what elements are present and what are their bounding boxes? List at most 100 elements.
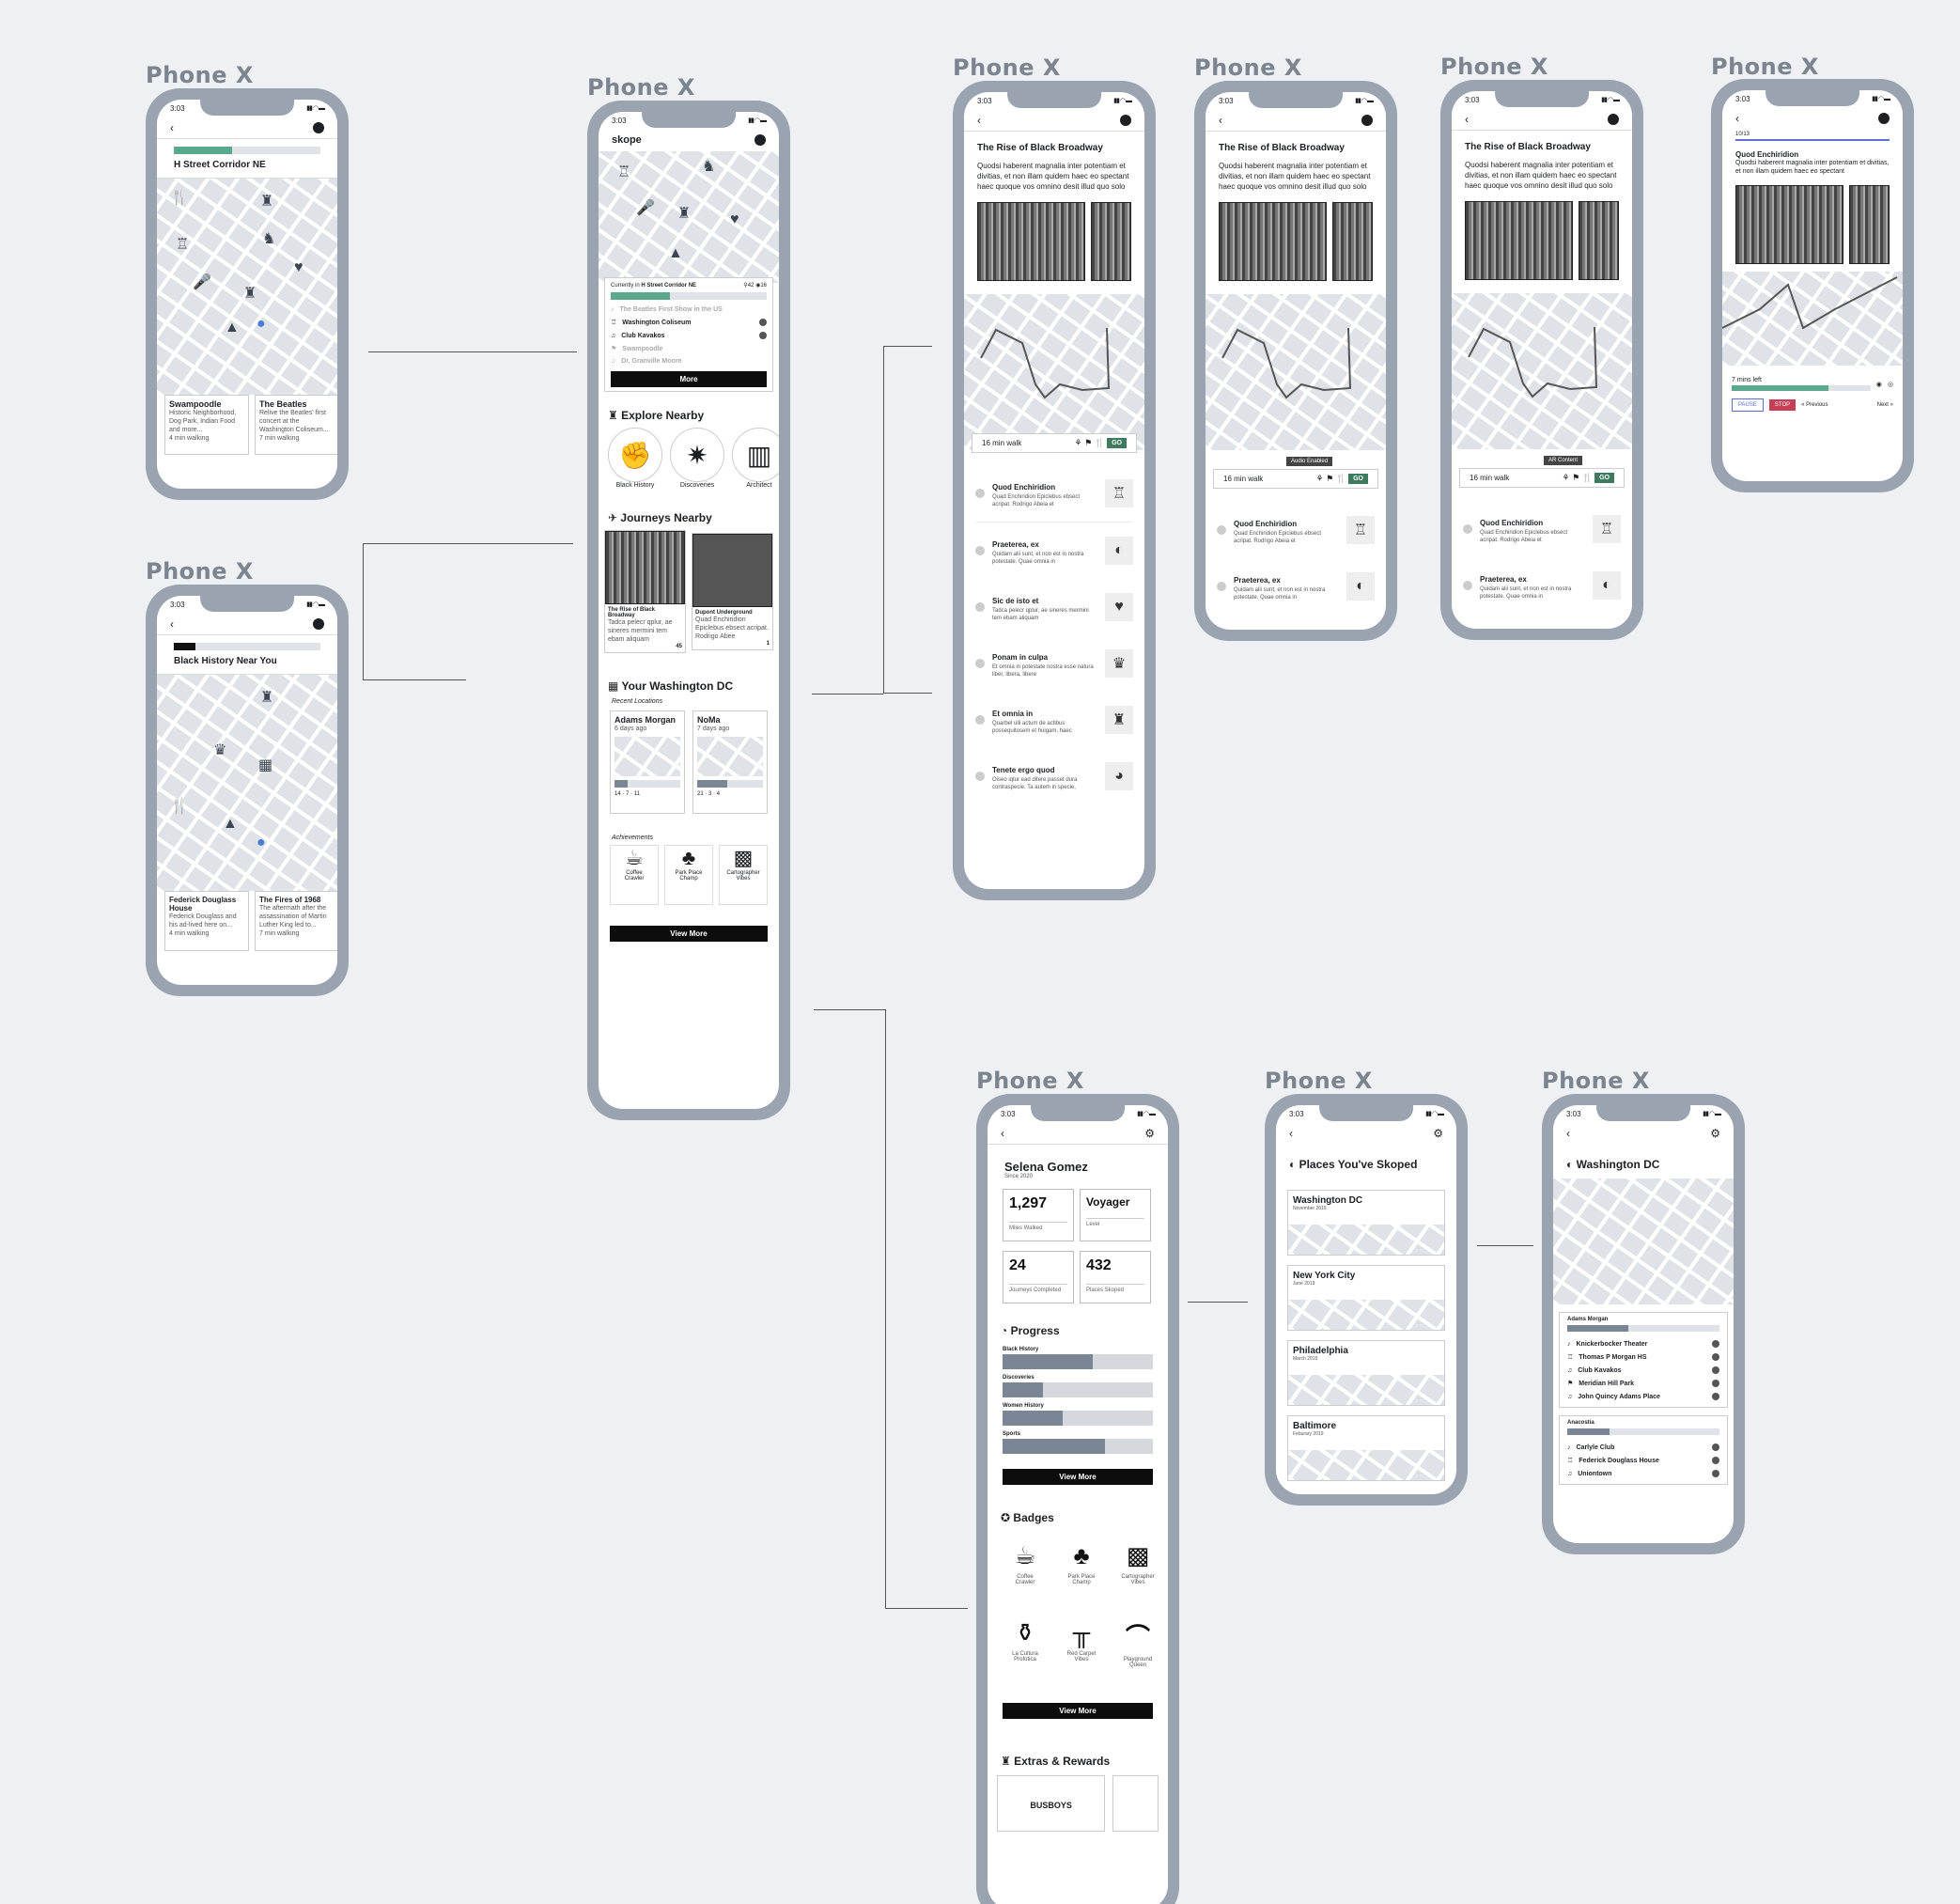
back-icon[interactable]: ‹	[1735, 112, 1739, 125]
list-item[interactable]: ♫Club Kavakos	[1567, 1364, 1719, 1377]
step-slider[interactable]	[1735, 139, 1890, 141]
city-map[interactable]	[1553, 1178, 1734, 1304]
photo-strip[interactable]	[1452, 197, 1632, 284]
list-item[interactable]: ♫Club Kavakos	[611, 329, 767, 342]
tent-icon[interactable]: ▲	[668, 245, 683, 261]
list-item[interactable]: ♖Thomas P Morgan HS	[1567, 1350, 1719, 1364]
list-item[interactable]: ⚑Swampoodle	[611, 342, 767, 355]
gear-icon[interactable]: ⚙	[1144, 1126, 1155, 1140]
back-icon[interactable]: ‹	[1219, 113, 1222, 127]
previous-button[interactable]: « Previous	[1801, 402, 1828, 409]
castle-icon[interactable]: ♜	[243, 286, 257, 302]
tent-icon[interactable]: ▲	[225, 320, 240, 336]
building-icon[interactable]: ♖	[617, 164, 631, 180]
extra-card[interactable]	[1112, 1774, 1159, 1832]
gear-icon[interactable]: ⚙	[1710, 1127, 1720, 1140]
account-icon[interactable]	[1120, 114, 1131, 126]
back-icon[interactable]: ‹	[170, 616, 174, 631]
chess-icon[interactable]: ♞	[702, 159, 716, 175]
account-icon[interactable]	[1608, 113, 1619, 125]
list-item[interactable]: ♪The Beatles First Show in the US	[611, 304, 767, 316]
bag-icon[interactable]: ♜	[260, 194, 274, 210]
view-more-button[interactable]: View More	[1003, 1702, 1153, 1719]
stop-button[interactable]: STOP	[1768, 399, 1797, 412]
back-icon[interactable]: ‹	[170, 120, 174, 134]
category-discoveries[interactable]: ✷Discoveries	[670, 428, 724, 489]
place-card[interactable]: Swampoodle Historic Neighborhood, Dog Pa…	[164, 395, 249, 455]
building-icon[interactable]: ♖	[176, 237, 190, 253]
map[interactable]: ♜ ♛ ▦ 🍴 ▲ ●	[157, 675, 337, 891]
restaurant-icon[interactable]: 🍴	[170, 799, 189, 815]
photo-strip[interactable]	[1206, 198, 1386, 285]
extra-card[interactable]: BUSBOYS	[997, 1774, 1106, 1832]
ar-toggle-icon[interactable]: ◎	[1887, 381, 1893, 388]
list-item[interactable]: ♫Dr. Granville Moore	[611, 355, 767, 367]
microphone-icon[interactable]: 🎤	[193, 274, 211, 290]
map[interactable]: ♖ ♞ 🎤 ♜ ♥ ▲	[599, 151, 779, 283]
more-button[interactable]: More	[611, 371, 767, 387]
back-icon[interactable]: ‹	[1465, 112, 1469, 126]
heart-icon[interactable]: ♥	[294, 259, 303, 275]
gear-icon[interactable]: ⚙	[1433, 1127, 1443, 1140]
list-item[interactable]: ♫John Quincy Adams Place	[1567, 1390, 1719, 1403]
microphone-icon[interactable]: 🎤	[636, 200, 655, 216]
back-icon[interactable]: ‹	[1001, 1126, 1004, 1140]
route-map[interactable]	[1722, 272, 1903, 367]
place-card[interactable]: The Beatles Relive the Beatles' first co…	[255, 395, 337, 455]
heart-icon[interactable]: ♥	[730, 211, 739, 227]
audio-toggle-icon[interactable]: ◉	[1875, 381, 1882, 388]
crown-icon[interactable]: ♛	[213, 742, 227, 758]
list-item[interactable]: ⚑Meridian Hill Park	[1567, 1377, 1719, 1390]
go-button[interactable]: GO	[1348, 473, 1368, 484]
go-button[interactable]: GO	[1107, 437, 1127, 448]
place-card[interactable]: The Fires of 1968 The aftermath after th…	[255, 891, 337, 951]
restaurant-icon[interactable]: 🍴	[170, 190, 189, 206]
chess-icon[interactable]: ♞	[262, 231, 276, 247]
back-icon[interactable]: ‹	[1289, 1127, 1293, 1140]
back-icon[interactable]: ‹	[977, 113, 981, 127]
list-item[interactable]: ♫Uniontown	[1567, 1467, 1719, 1480]
category-black-history[interactable]: ✊Black History	[608, 428, 662, 489]
view-more-button[interactable]: View More	[610, 926, 768, 943]
photo-strip[interactable]	[1722, 178, 1903, 272]
film-icon[interactable]: ▦	[258, 757, 273, 773]
view-more-button[interactable]: View More	[1003, 1468, 1153, 1485]
list-item[interactable]: ♪Knickerbocker Theater	[1567, 1337, 1719, 1350]
brand-logo[interactable]: skope	[612, 134, 642, 146]
account-icon[interactable]	[313, 617, 324, 630]
account-icon[interactable]	[1361, 114, 1373, 126]
tent-icon[interactable]: ▲	[223, 816, 238, 832]
route-map[interactable]	[964, 293, 1144, 450]
route-map[interactable]	[1206, 293, 1386, 450]
map[interactable]: 🍴 ♜ ♖ ♞ ♥ 🎤 ♜ ▲ ●	[157, 179, 337, 395]
list-item[interactable]: ♖Federick Douglass House	[1567, 1454, 1719, 1467]
account-icon[interactable]	[754, 134, 766, 146]
list-item[interactable]: ♪Carlyle Club	[1567, 1441, 1719, 1454]
go-button[interactable]: GO	[1594, 472, 1614, 483]
